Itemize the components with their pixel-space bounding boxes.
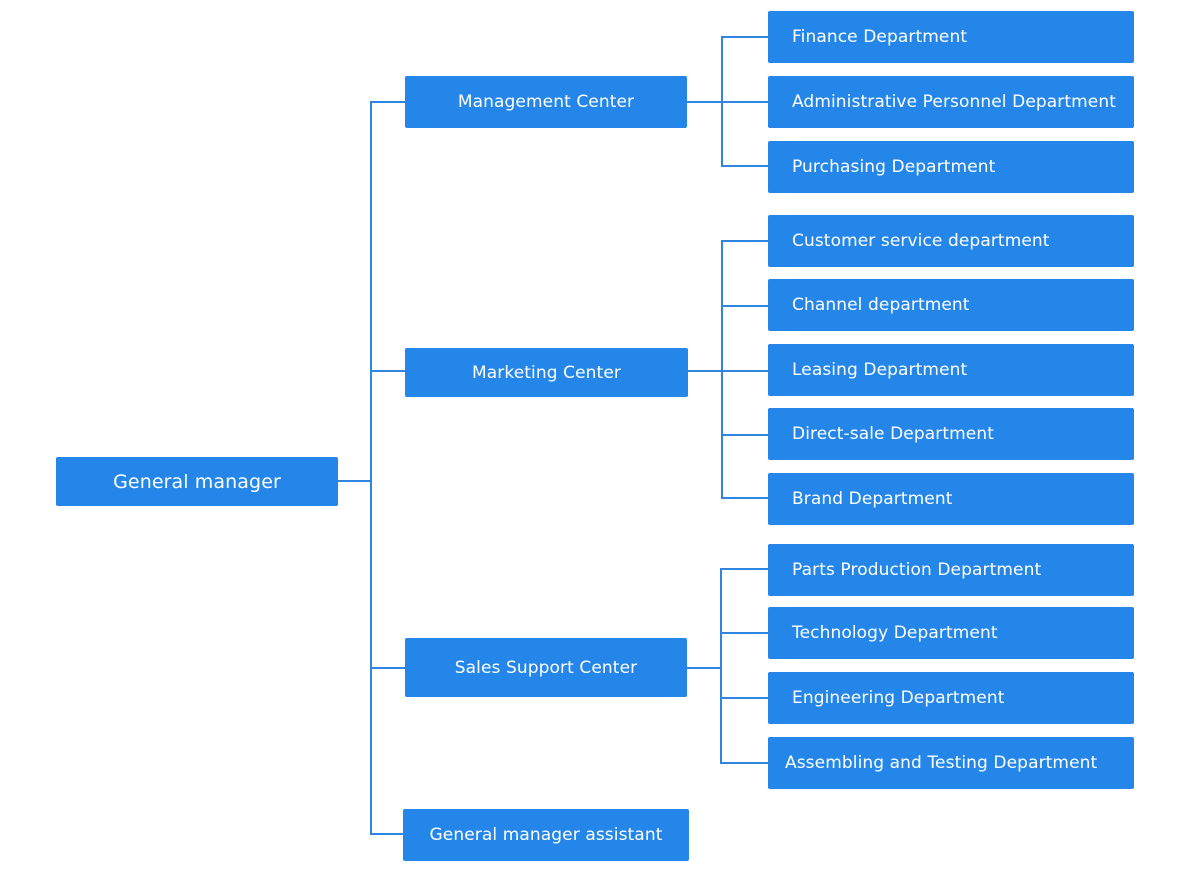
node-label: Marketing Center [472, 362, 621, 383]
node-label: Direct-sale Department [792, 424, 994, 444]
node-label: Sales Support Center [454, 657, 638, 678]
dept-node-parts-production: Parts Production Department [768, 544, 1134, 596]
dept-node-leasing: Leasing Department [768, 344, 1134, 396]
node-label: Management Center [457, 92, 635, 112]
node-label: Administrative Personnel Department [792, 92, 1117, 112]
node-label: Customer service department [792, 231, 1050, 251]
center-node-general-manager-assistant: General manager assistant [403, 809, 689, 861]
dept-node-finance: Finance Department [768, 11, 1134, 63]
node-label: Brand Department [792, 489, 953, 509]
center-node-management: Management Center [405, 76, 687, 128]
dept-node-assembling-testing: Assembling and Testing Department [768, 737, 1134, 789]
node-label: Finance Department [792, 27, 968, 47]
node-label: Channel department [792, 295, 970, 315]
node-label: Technology Department [792, 623, 998, 643]
dept-node-purchasing: Purchasing Department [768, 141, 1134, 193]
dept-node-channel: Channel department [768, 279, 1134, 331]
node-label: Purchasing Department [792, 157, 996, 177]
node-label: General manager [113, 470, 281, 493]
node-label: General manager assistant [429, 825, 663, 845]
dept-node-engineering: Engineering Department [768, 672, 1134, 724]
node-label: Assembling and Testing Department [785, 753, 1098, 773]
dept-node-administrative-personnel: Administrative Personnel Department [768, 76, 1134, 128]
dept-node-customer-service: Customer service department [768, 215, 1134, 267]
root-node-general-manager: General manager [56, 457, 338, 506]
node-label: Parts Production Department [792, 560, 1042, 580]
center-node-marketing: Marketing Center [405, 348, 688, 397]
dept-node-direct-sale: Direct-sale Department [768, 408, 1134, 460]
node-label: Engineering Department [792, 688, 1005, 708]
center-node-sales-support: Sales Support Center [405, 638, 687, 697]
dept-node-technology: Technology Department [768, 607, 1134, 659]
dept-node-brand: Brand Department [768, 473, 1134, 525]
node-label: Leasing Department [792, 360, 968, 380]
